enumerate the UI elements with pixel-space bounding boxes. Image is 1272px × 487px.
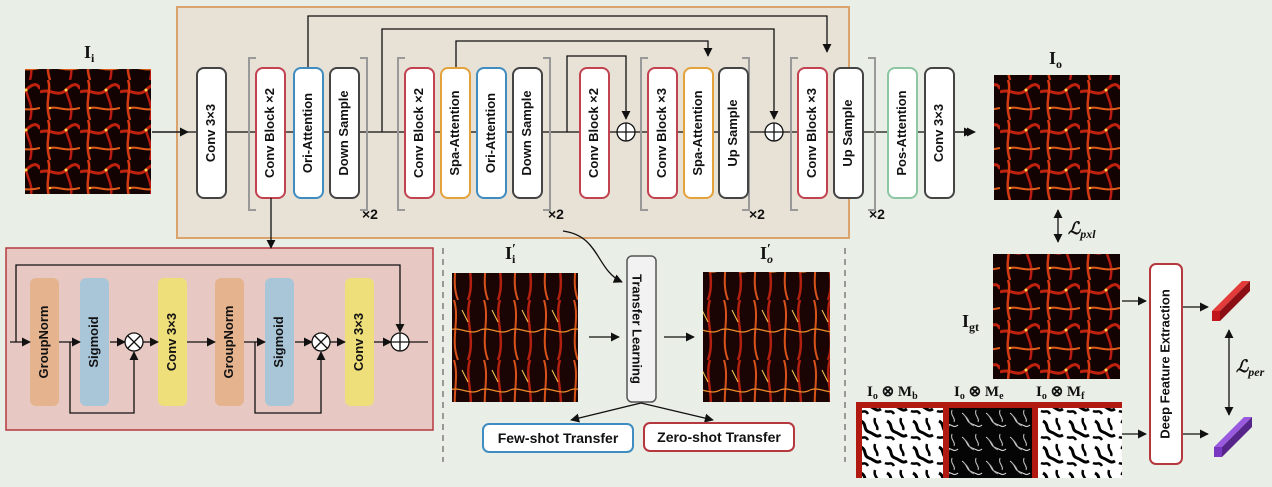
repeat-label-1: ×2 [362, 206, 378, 222]
mask-f-image [1032, 402, 1122, 478]
detail-conv-2: Conv 3×3 [345, 278, 374, 406]
block-label-ori-attention-b: Ori-Attention [483, 93, 498, 173]
block-label-spa-attention-b: Spa-Attention [690, 90, 705, 175]
multiply-node-1 [124, 332, 144, 352]
detail-label-groupnorm-2: GroupNorm [221, 306, 236, 379]
mask-b-image [856, 402, 946, 478]
repeat-label-2: ×2 [548, 206, 564, 222]
block-label-conv-out: Conv 3×3 [931, 104, 946, 162]
zero-shot-label: Zero-shot Transfer [657, 429, 781, 445]
ground-truth-label: Igt [962, 311, 979, 334]
few-shot-arrow [570, 402, 642, 423]
perceptual-loss-label: ℒper [1236, 357, 1265, 379]
skip-connection-attention [455, 40, 713, 68]
purple-feature-vector [1214, 417, 1252, 457]
block-label-conv-in: Conv 3×3 [203, 104, 218, 162]
block-conv-block-x3-a: Conv Block ×3 [647, 67, 678, 199]
block-conv-in: Conv 3×3 [196, 67, 227, 199]
transfer-output-image [703, 272, 830, 402]
transfer-learning-label: Transfer Learning [630, 274, 645, 384]
block-label-spa-attention-a: Spa-Attention [447, 90, 462, 175]
repeat-brackets [248, 57, 876, 211]
block-conv-block-x2-b: Conv Block ×2 [404, 67, 435, 199]
block-conv-block-x3-b: Conv Block ×3 [797, 67, 828, 199]
detail-label-conv-1: Conv 3×3 [164, 313, 179, 371]
block-label-pos-attention: Pos-Attention [894, 90, 909, 175]
block-ori-attention-a: Ori-Attention [293, 67, 324, 199]
red-feature-vector [1212, 281, 1250, 321]
add-node-2 [764, 122, 784, 142]
block-label-down-sample-b: Down Sample [519, 90, 534, 175]
input-label: Ii [84, 42, 95, 65]
detail-label-groupnorm-1: GroupNorm [36, 306, 51, 379]
block-pos-attention: Pos-Attention [887, 67, 918, 199]
mask-e-image [943, 402, 1033, 478]
mask-b-label: Io ⊗ Mb [867, 384, 918, 402]
ground-truth-vessel-image [993, 254, 1120, 379]
block-label-conv-block-x3-a: Conv Block ×3 [654, 88, 669, 178]
detail-groupnorm-2: GroupNorm [215, 278, 244, 406]
output-label: Io [1049, 48, 1062, 71]
pixel-loss-label: ℒpxl [1068, 219, 1096, 241]
mask-e-label: Io ⊗ Me [954, 384, 1004, 402]
transfer-input-image [452, 273, 578, 402]
skip-connection-inner [566, 55, 631, 132]
detail-label-sigmoid-2: Sigmoid [271, 316, 286, 367]
block-label-conv-block-x3-b: Conv Block ×3 [804, 88, 819, 178]
block-label-ori-attention-a: Ori-Attention [300, 93, 315, 173]
detail-flow [10, 264, 428, 414]
block-conv-out: Conv 3×3 [924, 67, 955, 199]
block-label-down-sample-a: Down Sample [336, 90, 351, 175]
detail-sigmoid-1: Sigmoid [80, 278, 109, 406]
output-vessel-image [994, 75, 1120, 200]
detail-sigmoid-2: Sigmoid [265, 278, 294, 406]
zero-shot-box [643, 422, 795, 452]
add-node-1 [616, 122, 636, 142]
block-label-conv-block-x2-mid: Conv Block ×2 [586, 88, 601, 178]
skip-connection-middle [381, 28, 779, 132]
deep-feature-box [1149, 263, 1183, 465]
block-down-sample-b: Down Sample [512, 67, 543, 199]
multiply-node-2 [311, 332, 331, 352]
block-label-up-sample-a: Up Sample [725, 99, 740, 166]
block-ori-attention-b: Ori-Attention [476, 67, 507, 199]
transfer-curve-arrow [562, 230, 623, 283]
repeat-label-4: ×2 [869, 206, 885, 222]
skip-connection-outer [307, 15, 832, 68]
few-shot-label: Few-shot Transfer [498, 430, 619, 446]
repeat-label-3: ×2 [749, 206, 765, 222]
detail-label-conv-2: Conv 3×3 [351, 313, 366, 371]
block-conv-block-x2-mid: Conv Block ×2 [579, 67, 610, 199]
block-label-conv-block-x2-a: Conv Block ×2 [262, 88, 277, 178]
block-label-conv-block-x2-b: Conv Block ×2 [411, 88, 426, 178]
few-shot-box [482, 423, 634, 453]
block-label-up-sample-b: Up Sample [840, 99, 855, 166]
add-node-detail [390, 332, 410, 352]
block-spa-attention-b: Spa-Attention [683, 67, 714, 199]
transfer-input-label: I′i [505, 242, 516, 266]
detail-label-sigmoid-1: Sigmoid [86, 316, 101, 367]
block-conv-block-x2-a: Conv Block ×2 [255, 67, 286, 199]
transfer-output-label: I′o [760, 242, 773, 266]
block-up-sample-b: Up Sample [833, 67, 864, 199]
block-up-sample-a: Up Sample [718, 67, 749, 199]
block-down-sample-a: Down Sample [329, 67, 360, 199]
detail-conv-1: Conv 3×3 [158, 278, 187, 406]
detail-groupnorm-1: GroupNorm [30, 278, 59, 406]
zero-shot-arrow [640, 402, 714, 423]
deep-feature-label: Deep Feature Extraction [1157, 289, 1172, 439]
mask-f-label: Io ⊗ Mf [1036, 384, 1085, 402]
transfer-learning-box [626, 255, 657, 403]
block-spa-attention-a: Spa-Attention [440, 67, 471, 199]
input-vessel-image [25, 69, 151, 194]
